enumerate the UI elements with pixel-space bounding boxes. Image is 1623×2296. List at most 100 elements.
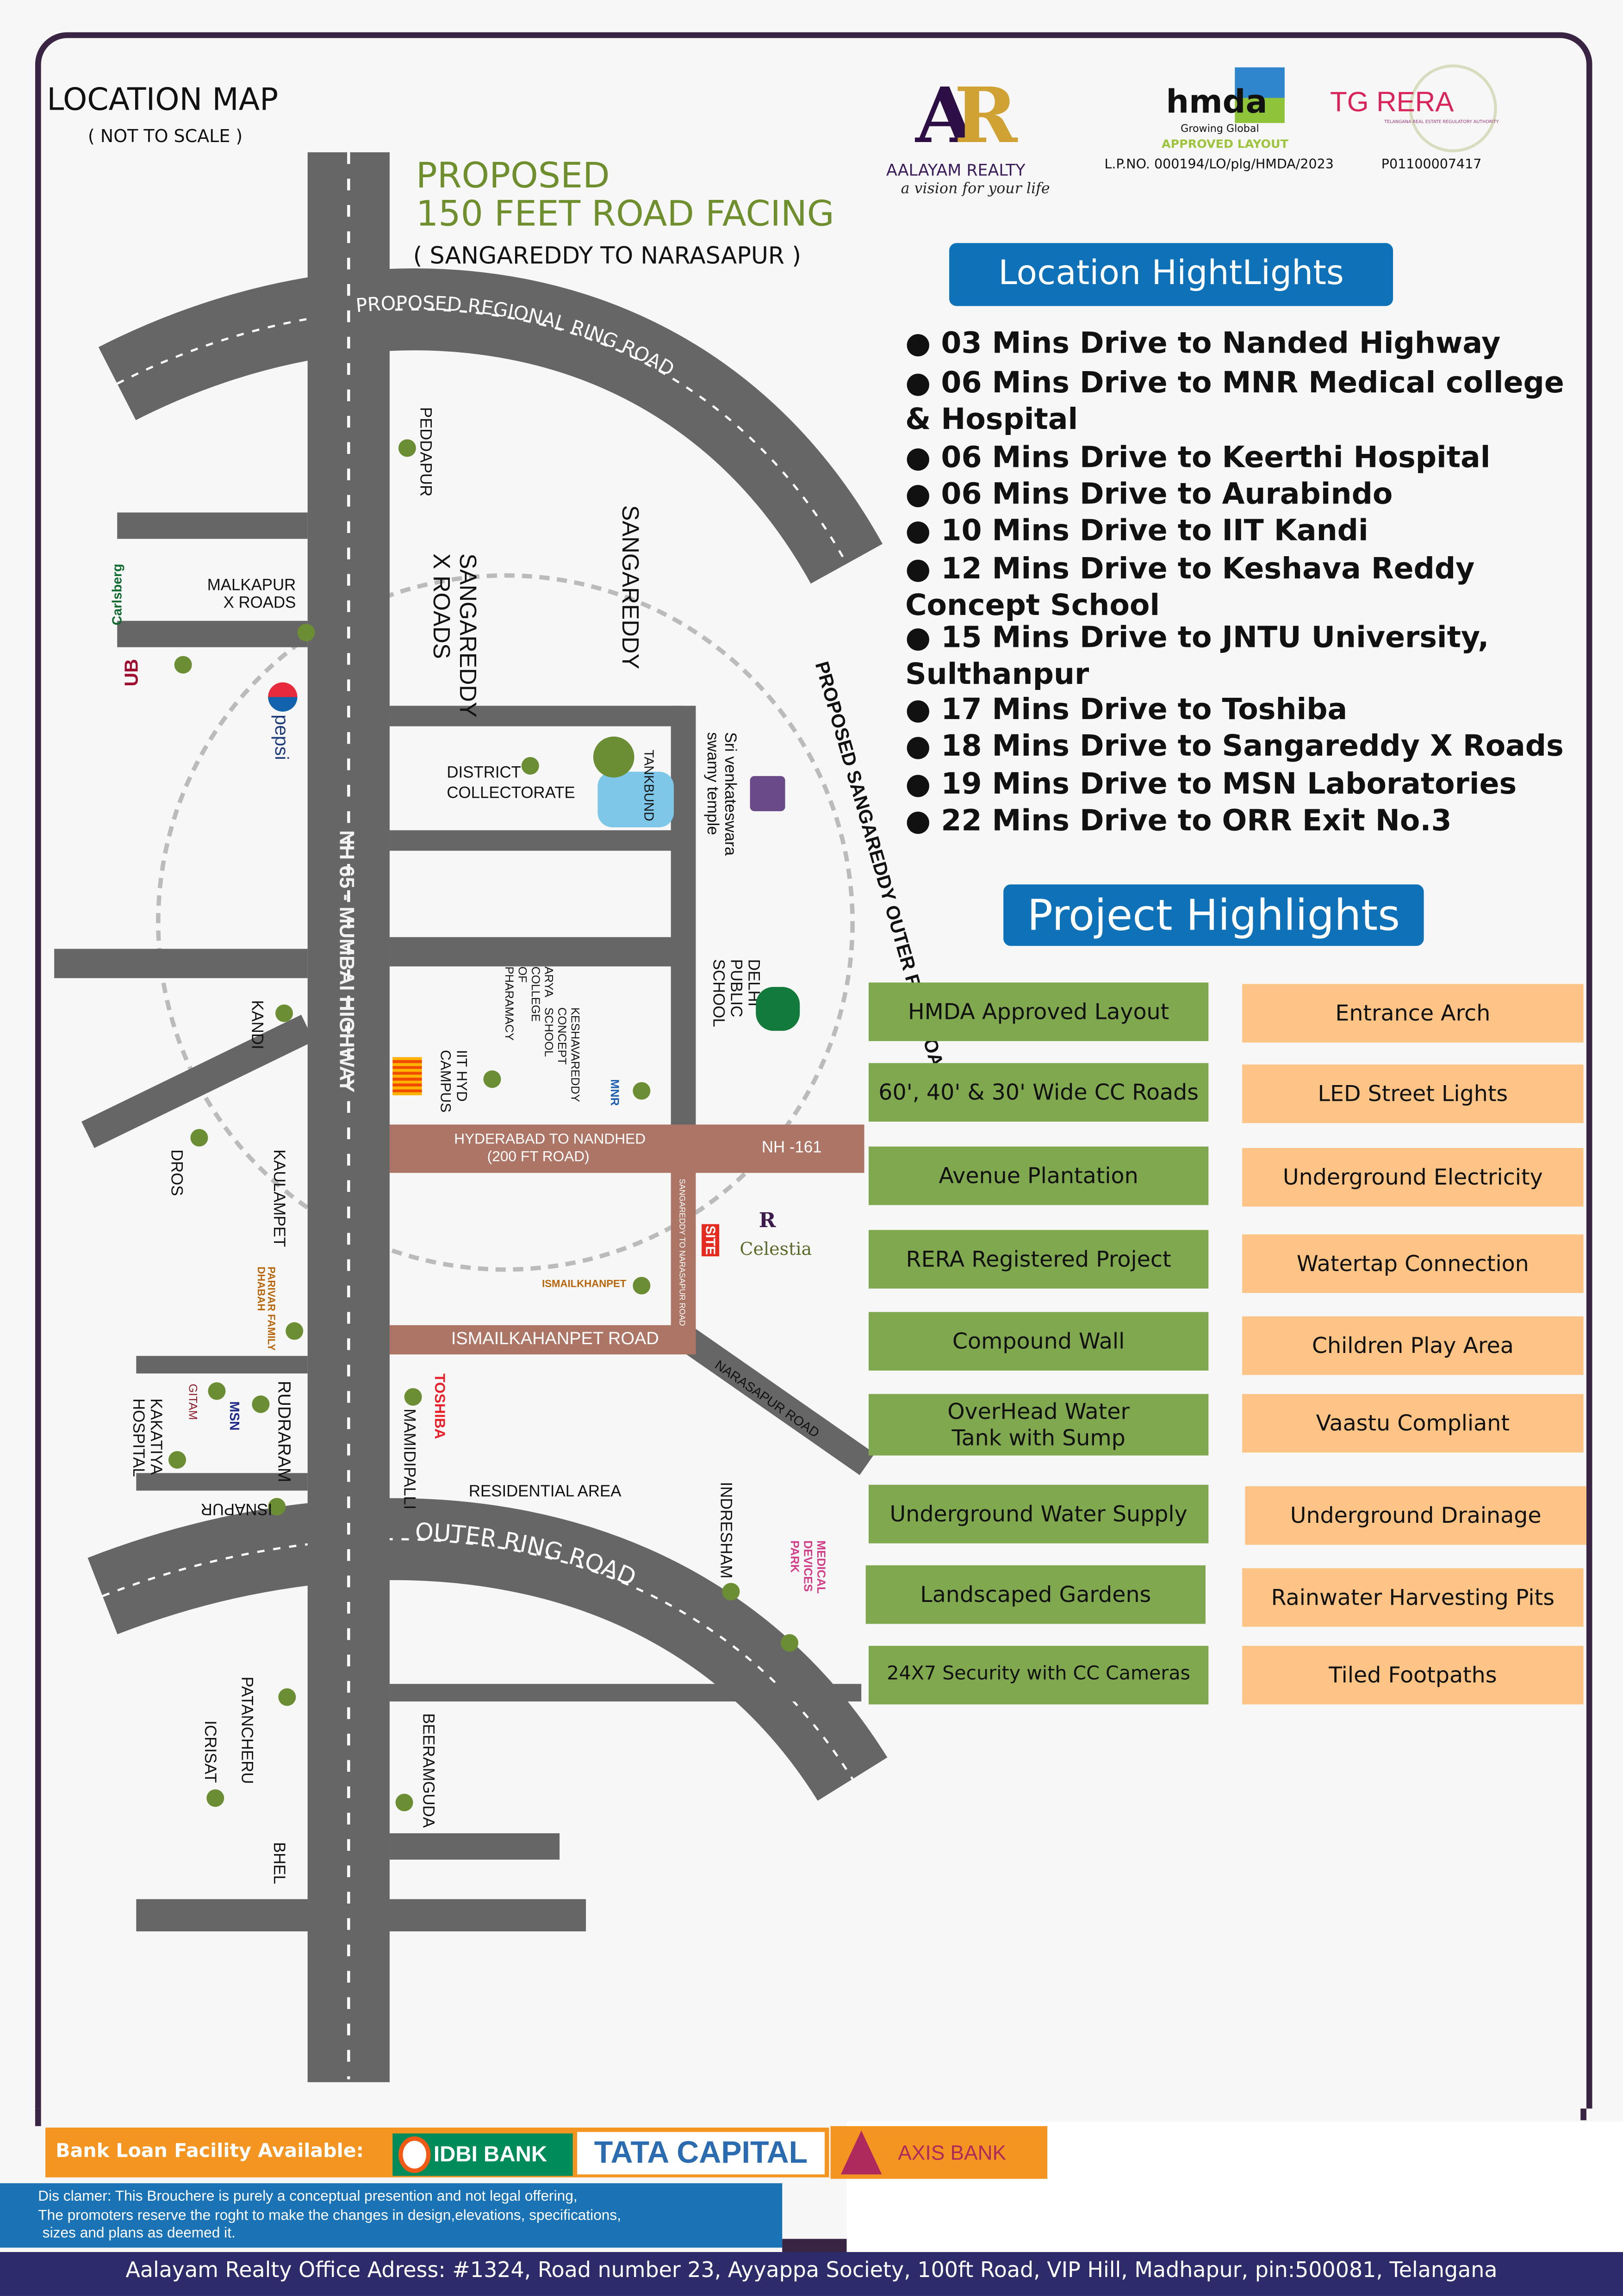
label-keshavareddy-school: KESHAVAREDDY CONCEPT SCHOOL	[542, 1007, 582, 1102]
temple-icon	[750, 776, 785, 812]
project-feature: Tiled Footpaths	[1242, 1645, 1584, 1705]
label-residential-area: RESIDENTIAL AREA	[468, 1483, 622, 1501]
map-marker	[174, 656, 192, 674]
iit-logo-icon	[392, 1057, 422, 1096]
lp-number: L.P.NO. 000194/LO/plg/HMDA/2023	[1104, 158, 1334, 173]
map-marker	[268, 1498, 286, 1516]
ub-logo: UB	[120, 659, 143, 687]
project-feature: OverHead Water Tank with Sump	[868, 1394, 1209, 1456]
map-marker	[278, 1688, 296, 1706]
project-feature: 24X7 Security with CC Cameras	[868, 1645, 1209, 1705]
label-mamidipalli: MAMIDIPALLI	[400, 1409, 418, 1510]
map-marker	[722, 1582, 740, 1601]
map-marker	[168, 1451, 186, 1469]
hmda-tagline: Growing Global	[1181, 123, 1259, 135]
label-peddapur: PEDDAPUR	[416, 407, 434, 497]
label-isnapur: ISNAPUR	[200, 1499, 273, 1517]
map-marker	[208, 1382, 226, 1400]
axis-bank-logo: AXIS BANK	[898, 2141, 1007, 2165]
label-beeramguda: BEERAMGUDA	[419, 1713, 437, 1828]
bank-loan-label: Bank Loan Facility Available:	[56, 2141, 364, 2163]
project-feature: Vaastu Compliant	[1242, 1394, 1584, 1453]
road-name: HYDERABAD TO NANDHED	[454, 1132, 646, 1148]
pepsi-logo: pepsi	[271, 714, 293, 760]
rera-logo: TG RERA	[1330, 87, 1454, 119]
map-marker	[252, 1395, 270, 1413]
page-frame	[35, 32, 1592, 2147]
brand-tagline: a vision for your life	[901, 181, 1050, 198]
project-feature: Underground Electricity	[1242, 1148, 1584, 1207]
kandi-road	[81, 1015, 314, 1148]
project-feature: Underground Water Supply	[868, 1484, 1209, 1544]
tata-capital-logo: TATA CAPITAL	[577, 2132, 825, 2175]
map-marker	[286, 1322, 304, 1340]
project-feature: Rainwater Harvesting Pits	[1242, 1568, 1584, 1627]
road-facing-heading: 150 FEET ROAD FACING	[416, 193, 834, 235]
map-marker	[395, 1793, 413, 1812]
location-highlights-title: Location HightLights	[949, 243, 1393, 306]
site-marker: SITE	[702, 1224, 720, 1257]
label-nh161: NH -161	[761, 1139, 822, 1157]
label-kaulampet: KAULAMPET	[269, 1149, 287, 1247]
map-marker	[633, 1277, 651, 1295]
medical-devices-park-logo: MEDICAL DEVICES PARK	[788, 1540, 828, 1594]
label-arya-college: ARYA COLLEGE OF PHARAMACY	[502, 966, 555, 1041]
label-kakatiya-hospital: KAKATIYA HOSPITAL	[129, 1398, 164, 1477]
project-highlights-title: Project Highlights	[1003, 884, 1424, 946]
project-feature: Underground Drainage	[1245, 1486, 1586, 1545]
label-sangareddy-narasapur-road: SANGAREDDY TO NARASAPUR ROAD	[677, 1179, 686, 1326]
label-malkapur: MALKAPUR X ROADS	[207, 577, 296, 612]
label-sangareddy-x-roads: SANGAREDDY X ROADS	[428, 553, 479, 717]
project-feature: RERA Registered Project	[868, 1230, 1209, 1289]
highlight-item: ● 03 Mins Drive to Nanded Highway	[905, 325, 1501, 360]
aalayam-logo-icon: AR	[915, 72, 1018, 161]
label-sangareddy: SANGAREDDY	[616, 505, 642, 670]
highlight-item: ● 10 Mins Drive to IIT Kandi	[905, 512, 1368, 548]
project-feature: Watertap Connection	[1242, 1234, 1584, 1293]
label-dros: DROS	[167, 1149, 185, 1196]
map-marker	[483, 1070, 501, 1088]
label-bhel: BHEL	[269, 1842, 287, 1884]
road-width: (200 FT ROAD)	[487, 1149, 590, 1166]
map-marker	[781, 1634, 799, 1652]
msn-logo: MSN	[227, 1401, 242, 1431]
axis-bank-icon	[840, 2130, 882, 2175]
gitam-logo: GITAM	[186, 1384, 199, 1420]
label-hyd-nandhed: HYDERABAD TO NANDHED(200 FT ROAD)	[454, 1132, 646, 1167]
idbi-emblem-icon	[398, 2136, 431, 2173]
label-temple: Sri venkateswara swamy temple	[703, 732, 739, 856]
hmda-logo-icon	[1235, 67, 1285, 123]
label-celestia: Celestia	[740, 1239, 812, 1260]
map-marker	[633, 1082, 651, 1100]
highlight-item: ● 06 Mins Drive to Keerthi Hospital	[905, 439, 1491, 475]
map-marker	[404, 1388, 422, 1406]
brown-roads	[389, 1124, 864, 1355]
disclaimer-line: sizes and plans as deemed it.	[42, 2226, 236, 2242]
project-feature: Entrance Arch	[1242, 984, 1584, 1043]
map-marker	[206, 1789, 224, 1807]
project-feature: HMDA Approved Layout	[868, 982, 1209, 1041]
label-tankbund: TANKBUND	[641, 750, 657, 821]
footer-address: Aalayam Realty Office Adress: #1324, Roa…	[0, 2252, 1623, 2296]
map-marker	[190, 1129, 208, 1147]
project-feature: Landscaped Gardens	[865, 1565, 1206, 1624]
toshiba-logo: TOSHIBA	[430, 1373, 447, 1440]
map-marker	[521, 757, 539, 775]
highlight-item: ● 22 Mins Drive to ORR Exit No.3	[905, 802, 1452, 838]
narasapur-road	[681, 1329, 875, 1475]
label-rudraram: RUDRARAM	[274, 1381, 295, 1483]
hmda-logo: hmda	[1166, 85, 1268, 122]
label-collectorate: DISTRICT COLLECTORATE	[447, 764, 575, 803]
label-ismailkhanpet: ISMAILKHANPET	[542, 1279, 627, 1290]
radius-circle	[156, 573, 855, 1272]
mnr-logo: MNR	[608, 1079, 622, 1106]
label-ismailkhanpet-road: ISMAILKAHANPET ROAD	[451, 1328, 659, 1349]
site-logo-icon: R	[759, 1209, 776, 1233]
brand-name: AALAYAM REALTY	[886, 161, 1026, 180]
pepsi-globe-icon	[268, 682, 298, 712]
proposed-heading: PROPOSED	[416, 155, 610, 197]
tank-icon	[597, 771, 674, 827]
highlight-item: ● 12 Mins Drive to Keshava Reddy Concept…	[905, 550, 1475, 622]
